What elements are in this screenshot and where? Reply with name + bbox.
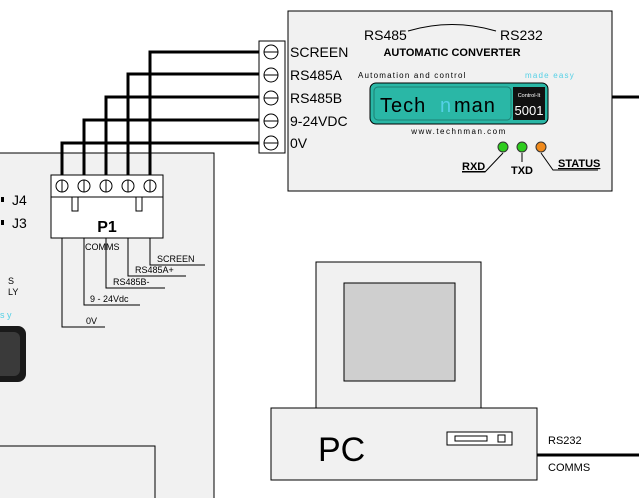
rs485-heading: RS485 xyxy=(364,27,407,43)
p1-screw-icon xyxy=(55,179,69,193)
txd-label: TXD xyxy=(511,165,533,177)
p1-connector: P1 COMMS xyxy=(50,174,164,252)
rxd-led-icon xyxy=(497,141,509,153)
pc-label: PC xyxy=(318,431,365,469)
logo-text-left: Tech xyxy=(380,95,426,117)
rs-arc xyxy=(407,24,497,32)
rxd-label: RXD xyxy=(462,161,485,173)
pin-label-rs485b: RS485B- xyxy=(113,277,150,287)
txd-led-icon xyxy=(516,141,528,153)
terminal-label-9-24vdc: 9-24VDC xyxy=(290,113,348,129)
p1-screw-icon xyxy=(77,179,91,193)
pin-label-rs485a: RS485A+ xyxy=(135,265,174,275)
side-text-2: LY xyxy=(8,287,18,297)
p1-screws xyxy=(55,179,157,193)
model-badge xyxy=(513,87,545,120)
pc-computer: PC RS232 COMMS xyxy=(270,261,639,481)
terminal-label-0v: 0V xyxy=(290,135,308,151)
terminal-screw-icon xyxy=(263,44,279,60)
terminal-label-screen: SCREEN xyxy=(290,44,348,60)
j3-label: J3 xyxy=(12,215,27,231)
p1-screw-icon xyxy=(121,179,135,193)
status-label: STATUS xyxy=(558,158,600,170)
p1-body xyxy=(50,196,164,239)
side-text-3: s y xyxy=(0,310,12,320)
converter-terminal-screws xyxy=(263,44,279,151)
terminal-screw-icon xyxy=(263,90,279,106)
board-lower-panel xyxy=(0,445,156,503)
pc-rs232-label: RS232 xyxy=(548,435,582,447)
p1-screw-icon xyxy=(99,179,113,193)
tagline-prefix: Automation and control xyxy=(358,71,467,80)
converter-title: AUTOMATIC CONVERTER xyxy=(383,47,520,59)
p1-pin-leaders xyxy=(61,238,205,328)
logo-text-mid: n xyxy=(440,95,451,117)
rs232-heading: RS232 xyxy=(500,27,543,43)
disk-drive-icon xyxy=(446,431,513,446)
led-leader-lines xyxy=(462,152,598,173)
badge-top-text: Control-It xyxy=(518,93,541,99)
terminal-screw-icon xyxy=(263,135,279,151)
j4-label: J4 xyxy=(12,192,27,208)
status-led-icon xyxy=(535,141,547,153)
controller-board: J4 J3 S LY s y xyxy=(0,152,215,503)
pin-label-screen: SCREEN xyxy=(157,254,195,264)
p1-screw-icon xyxy=(143,179,157,193)
comms-label: COMMS xyxy=(85,242,120,252)
status-leds xyxy=(497,141,547,153)
tagline-suffix: made easy xyxy=(525,71,575,80)
p1-pin-labels: SCREEN RS485A+ RS485B- 9 - 24Vdc 0V xyxy=(86,254,195,326)
monitor-screen xyxy=(343,282,456,382)
side-text-1: S xyxy=(8,276,14,286)
terminal-screw-icon xyxy=(263,67,279,83)
pin-label-0v: 0V xyxy=(86,316,97,326)
badge-number: 5001 xyxy=(515,103,544,118)
p1-label: P1 xyxy=(97,219,117,236)
logo-text-right: man xyxy=(454,95,496,117)
cable-wires xyxy=(60,50,262,175)
terminal-screw-icon xyxy=(263,113,279,129)
automatic-converter: SCREEN RS485A RS485B 9-24VDC 0V RS485 RS… xyxy=(258,10,639,192)
j3-pin-mark xyxy=(1,220,4,225)
terminal-label-rs485b: RS485B xyxy=(290,90,342,106)
terminal-label-rs485a: RS485A xyxy=(290,67,343,83)
pin-label-9-24vdc: 9 - 24Vdc xyxy=(90,294,129,304)
j4-pin-mark xyxy=(1,197,4,202)
pc-comms-label: COMMS xyxy=(548,462,590,474)
website-text: www.technman.com xyxy=(410,127,507,136)
terminal-labels: SCREEN RS485A RS485B 9-24VDC 0V xyxy=(290,44,348,151)
